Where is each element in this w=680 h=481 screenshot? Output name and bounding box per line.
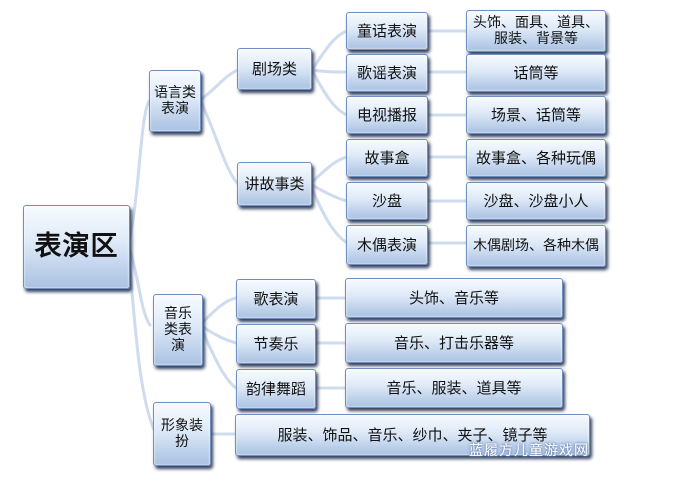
activity-ballad: 歌谣表演 [346, 54, 428, 92]
activity-tv-broadcast: 电视播报 [346, 96, 428, 134]
materials-dance-text: 音乐、服装、道具等 [386, 378, 522, 397]
activity-ballad-label: 歌谣表演 [356, 63, 417, 82]
category-image-dressup: 形象装扮 [153, 402, 211, 466]
activity-story-box: 故事盒 [346, 139, 428, 177]
materials-rhythm-text: 音乐、打击乐器等 [393, 333, 514, 352]
materials-story-box-text: 故事盒、各种玩偶 [475, 148, 596, 167]
materials-sand-table: 沙盘、沙盘小人 [466, 182, 606, 220]
activity-puppet-label: 木偶表演 [356, 235, 417, 254]
activity-sand-table-label: 沙盘 [371, 191, 402, 210]
materials-dance: 音乐、服装、道具等 [345, 368, 563, 408]
subcategory-song-performance: 歌表演 [236, 279, 316, 319]
materials-tv-broadcast: 场景、话筒等 [466, 96, 606, 134]
subcategory-storytelling: 讲故事类 [237, 162, 312, 206]
activity-puppet: 木偶表演 [346, 225, 428, 265]
materials-song-performance: 头饰、音乐等 [345, 278, 563, 318]
root-node-performance-area: 表演区 [23, 205, 130, 289]
subcategory-theater-label: 剧场类 [251, 59, 297, 78]
subcategory-dance: 韵律舞蹈 [236, 369, 316, 409]
materials-rhythm: 音乐、打击乐器等 [345, 323, 563, 363]
materials-song-performance-text: 头饰、音乐等 [408, 288, 499, 307]
activity-fairy-tale-label: 童话表演 [356, 21, 417, 40]
watermark-text: 蓝履方儿童游戏网 [469, 443, 589, 459]
subcategory-storytelling-label: 讲故事类 [244, 174, 305, 193]
category-image-label: 形象装扮 [161, 417, 203, 450]
materials-ballad: 话筒等 [466, 54, 606, 92]
category-language-label: 语言类表演 [154, 84, 196, 117]
materials-sand-table-text: 沙盘、沙盘小人 [483, 191, 589, 210]
activity-sand-table: 沙盘 [346, 182, 428, 220]
subcategory-dance-label: 韵律舞蹈 [245, 379, 306, 398]
materials-puppet-text: 木偶剧场、各种木偶 [473, 237, 599, 254]
root-label: 表演区 [34, 231, 119, 263]
subcategory-rhythm-label: 节奏乐 [253, 334, 299, 353]
materials-fairy-tale-text: 头饰、面具、道具、服装、背景等 [473, 14, 599, 47]
activity-story-box-label: 故事盒 [364, 148, 410, 167]
materials-tv-broadcast-text: 场景、话筒等 [490, 105, 581, 124]
materials-story-box: 故事盒、各种玩偶 [466, 139, 606, 177]
activity-fairy-tale: 童话表演 [346, 12, 428, 50]
subcategory-song-performance-label: 歌表演 [253, 289, 299, 308]
materials-image-dressup: 服装、饰品、音乐、纱巾、夹子、镜子等 [235, 414, 590, 456]
materials-image-text: 服装、饰品、音乐、纱巾、夹子、镜子等 [277, 425, 548, 444]
materials-fairy-tale: 头饰、面具、道具、服装、背景等 [466, 10, 606, 52]
materials-puppet: 木偶剧场、各种木偶 [466, 225, 606, 267]
category-music-label: 音乐类表演 [164, 305, 192, 355]
activity-tv-broadcast-label: 电视播报 [356, 105, 417, 124]
subcategory-theater: 剧场类 [237, 48, 312, 90]
category-music-performance: 音乐类表演 [153, 294, 203, 366]
materials-ballad-text: 话筒等 [513, 63, 559, 82]
category-language-performance: 语言类表演 [149, 70, 201, 132]
subcategory-rhythm: 节奏乐 [236, 324, 316, 364]
